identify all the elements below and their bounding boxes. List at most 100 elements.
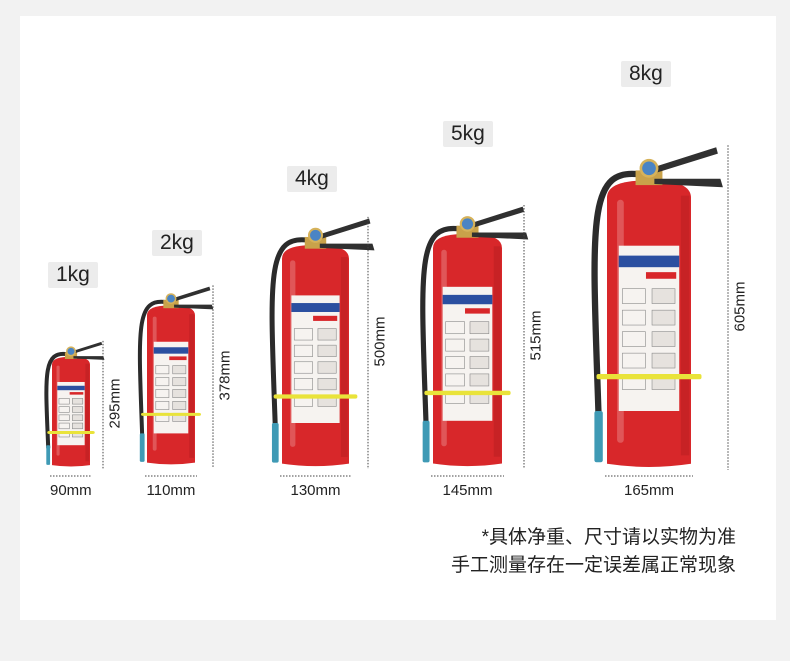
weight-label-1kg: 1kg	[48, 262, 98, 288]
operating-lever	[311, 218, 371, 239]
label-pictogram	[72, 406, 84, 413]
width-label-5kg: 145mm	[442, 482, 493, 499]
label-pictogram	[317, 361, 337, 374]
label-pictogram	[58, 422, 70, 430]
hose-strap	[273, 394, 358, 399]
carry-handle	[73, 356, 105, 360]
label-title-strip	[57, 385, 85, 391]
label-red-strip	[169, 356, 187, 361]
pressure-gauge-face	[310, 229, 321, 241]
operating-lever	[463, 206, 525, 228]
label-pictogram	[622, 352, 646, 369]
label-red-strip	[69, 392, 84, 395]
label-pictogram	[622, 288, 646, 304]
label-pictogram	[58, 398, 70, 405]
label-pictogram	[172, 365, 187, 375]
body-shadow	[85, 363, 90, 462]
pressure-gauge-face	[67, 347, 75, 355]
hose-strap	[141, 412, 201, 416]
width-label-8kg: 165mm	[624, 482, 675, 499]
hose	[137, 299, 169, 439]
hose-strap	[424, 390, 511, 396]
label-title-strip	[442, 294, 493, 305]
pressure-gauge-face	[461, 218, 474, 230]
carry-handle	[174, 304, 214, 310]
label-pictogram	[72, 414, 84, 421]
label-pictogram	[317, 328, 337, 341]
label-pictogram	[317, 378, 337, 391]
nozzle	[422, 420, 430, 463]
width-label-1kg: 90mm	[50, 482, 92, 499]
label-title-strip	[153, 347, 189, 354]
weight-label-5kg: 5kg	[443, 121, 493, 147]
label-pictogram	[651, 309, 676, 326]
label-pictogram	[651, 288, 676, 304]
weight-label-4kg: 4kg	[287, 166, 337, 192]
width-label-4kg: 130mm	[290, 482, 341, 499]
width-label-2kg: 110mm	[146, 482, 196, 499]
pressure-gauge-face	[167, 294, 175, 303]
body-shadow	[340, 257, 348, 457]
body-shadow	[680, 195, 690, 456]
carry-handle	[471, 232, 529, 240]
label-pictogram	[469, 321, 490, 335]
carry-handle	[319, 243, 375, 251]
label-pictogram	[445, 373, 465, 387]
label-pictogram	[155, 377, 170, 387]
label-pictogram	[469, 356, 490, 369]
label-pictogram	[72, 422, 84, 430]
carry-handle	[654, 178, 723, 188]
label-title-strip	[618, 255, 680, 268]
hose	[591, 170, 645, 420]
label-title-strip	[291, 303, 340, 312]
weight-label-8kg: 8kg	[621, 61, 671, 87]
hose	[44, 351, 70, 450]
nozzle	[271, 423, 279, 463]
operating-lever	[643, 147, 718, 173]
label-pictogram	[293, 361, 313, 374]
label-pictogram	[651, 352, 676, 369]
label-pictogram	[155, 389, 170, 398]
disclaimer-line-1: *具体净重、尺寸请以实物为准	[481, 527, 736, 548]
label-pictogram	[445, 356, 465, 369]
label-pictogram	[622, 309, 646, 326]
label-pictogram	[172, 401, 187, 410]
label-pictogram	[172, 389, 187, 398]
label-pictogram	[445, 338, 465, 352]
label-pictogram	[469, 338, 490, 352]
label-pictogram	[293, 378, 313, 391]
hose	[420, 225, 464, 429]
hose-strap	[596, 373, 702, 380]
label-pictogram	[58, 414, 70, 421]
label-pictogram	[651, 331, 676, 347]
label-pictogram	[293, 344, 313, 357]
label-pictogram	[72, 398, 84, 405]
body-shadow	[493, 246, 501, 457]
nozzle	[139, 433, 145, 462]
body-shadow	[189, 314, 195, 458]
label-pictogram	[293, 328, 313, 341]
label-red-strip	[313, 315, 338, 321]
valve-neck	[304, 236, 327, 249]
hose-strap	[47, 431, 95, 435]
label-pictogram	[622, 331, 646, 347]
label-red-strip	[465, 308, 490, 314]
label-pictogram	[469, 373, 490, 387]
hose	[269, 237, 312, 430]
operating-lever	[68, 341, 103, 354]
weight-label-2kg: 2kg	[152, 230, 202, 256]
label-pictogram	[155, 365, 170, 375]
label-pictogram	[155, 401, 170, 410]
label-pictogram	[445, 321, 465, 335]
height-label-8kg: 605mm	[731, 281, 749, 332]
label-pictogram	[317, 344, 337, 357]
nozzle	[46, 445, 51, 465]
label-pictogram	[172, 377, 187, 387]
nozzle	[594, 411, 603, 463]
